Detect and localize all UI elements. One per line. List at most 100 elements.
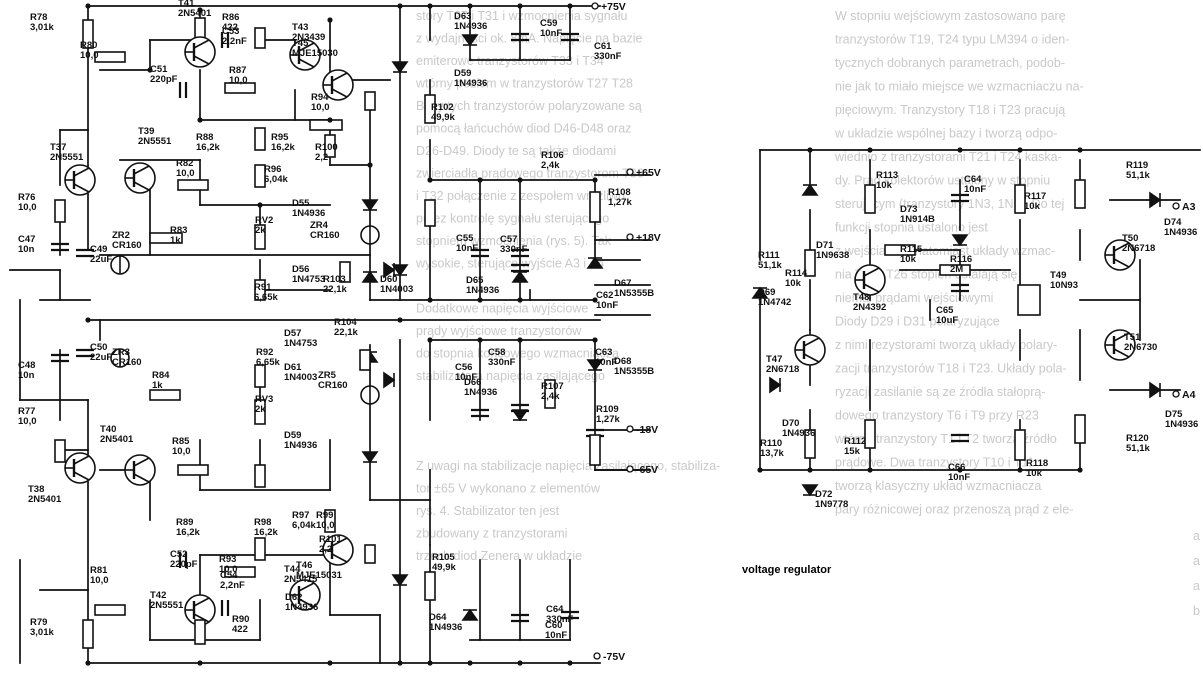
component-value: 16,2k — [271, 142, 295, 153]
component-id: C51 — [150, 64, 168, 75]
component-id: R111 — [758, 250, 780, 261]
rail-label: A4 — [1182, 389, 1196, 401]
component-value: 6,04k — [264, 174, 288, 185]
component-id: C58 — [488, 347, 505, 358]
bg-text-line: przez kontrolę sygnału sterującego — [416, 212, 609, 226]
component-id: R113 — [876, 170, 898, 181]
component-value: 10nF — [948, 472, 970, 483]
component-value: 16,2k — [196, 142, 220, 153]
diode-symbol — [383, 261, 396, 279]
component-id: T37 — [50, 142, 66, 153]
component-id: R118 — [1026, 458, 1048, 469]
component-value: 10nF — [545, 630, 567, 641]
component-value: 1N4936 — [466, 285, 499, 296]
component-value: 2,2nF — [220, 580, 245, 591]
bg-text-line: z nimi rezystorami tworzą układy polary- — [835, 338, 1057, 352]
junction-dot — [147, 67, 153, 73]
component-id: R94 — [311, 92, 329, 103]
component-value: 1N5355B — [614, 288, 654, 299]
component-id: R116 — [950, 254, 972, 265]
junction-dot — [807, 147, 813, 153]
bg-text-line: D26-D49. Diody te są także diodami — [416, 144, 616, 158]
bg-text-line: stabilizatora napięcia zasilającego — [416, 369, 605, 383]
resistor-symbol — [884, 244, 916, 256]
rail-terminal — [626, 168, 634, 176]
resistor-symbol — [589, 434, 601, 466]
diode-symbol — [461, 34, 479, 47]
junction-dot — [427, 660, 433, 666]
bg-text-line: W stopniu wejściowym zastosowano parę — [835, 9, 1066, 23]
junction-dot — [85, 3, 91, 9]
component-value: 2N6718 — [1122, 243, 1155, 254]
component-id: T49 — [1050, 270, 1066, 281]
resistor-symbol — [359, 349, 371, 371]
component-value: 10N93 — [1050, 280, 1078, 291]
resistor-symbol — [224, 566, 256, 578]
component-value: 1N9638 — [816, 250, 849, 261]
junction-dot — [427, 297, 433, 303]
component-id: RV2 — [255, 215, 273, 226]
component-value: 2,4k — [541, 160, 560, 171]
component-value: 16,2k — [254, 527, 278, 538]
bg-margin-mark: a — [1193, 529, 1200, 543]
component-id: ZR2 — [112, 230, 130, 241]
component-id: R85 — [172, 436, 190, 447]
bg-text-line: zwierciadła prądowego tranzystorom T30 — [416, 167, 644, 181]
rail-terminal — [591, 2, 599, 10]
component-value: 2N5415 — [284, 574, 318, 585]
diode-symbol — [391, 574, 409, 587]
component-value: 1N4936 — [285, 602, 318, 613]
component-id: R112 — [844, 436, 866, 447]
resistor-symbol — [82, 19, 94, 49]
component-value: 1N4936 — [782, 428, 815, 439]
component-id: T51 — [1124, 332, 1141, 343]
component-value: 10nF — [455, 372, 477, 383]
component-id: C48 — [18, 360, 35, 371]
resistor-symbol — [324, 134, 336, 158]
component-value: 10,0 — [90, 575, 109, 586]
junction-dot — [517, 297, 523, 303]
junction-dot — [592, 177, 598, 183]
component-value: 10k — [900, 254, 917, 265]
component-id: R90 — [232, 614, 249, 625]
component-id: R108 — [608, 187, 631, 198]
component-symbols — [51, 3, 1162, 666]
bg-text-line: w układzie wspólnej bazy i tworzą odpo- — [834, 127, 1057, 141]
component-id: T42 — [150, 590, 166, 601]
junction-dot — [592, 297, 598, 303]
component-id: C54 — [220, 570, 238, 581]
component-value: 1N4936 — [454, 78, 487, 89]
component-value: 1N9778 — [815, 499, 848, 510]
bg-text-line: wiednio z tranzystorami T21 i T24 kaska- — [834, 150, 1062, 164]
component-id: C64 — [546, 604, 564, 615]
component-id: D70 — [782, 418, 799, 429]
component-value: 15k — [844, 446, 861, 457]
diode-symbol — [769, 376, 782, 394]
component-id: C50 — [90, 342, 107, 353]
component-id: R77 — [18, 406, 35, 417]
component-value: 2N5401 — [178, 8, 212, 19]
component-value: 1N4936 — [454, 21, 487, 32]
component-id: R106 — [541, 150, 564, 161]
rail-terminal — [593, 652, 601, 660]
component-value: 220pF — [170, 559, 198, 570]
component-value: CR160 — [112, 357, 142, 368]
component-id: T41 — [178, 0, 195, 9]
resistor-symbol — [254, 164, 266, 188]
junction-dot — [1017, 147, 1023, 153]
bg-text-line: Z uwagi na stabilizacje napięcia zasilaj… — [416, 459, 720, 473]
component-value: 2N3439 — [292, 32, 325, 43]
component-value: 1N4936 — [429, 622, 462, 633]
diode-symbol — [951, 234, 969, 247]
component-value: 1N4936 — [1164, 227, 1197, 238]
junction-dot — [957, 467, 963, 473]
component-value: 1,27k — [608, 197, 632, 208]
junction-dot — [477, 297, 483, 303]
rail-terminal — [626, 465, 634, 473]
component-value: 10,0 — [176, 168, 195, 179]
background-article-right-column: W stopniu wejściowym zastosowano parętra… — [834, 9, 1084, 517]
bg-text-line: wtórny poziom w tranzystorów T27 T28 — [415, 77, 633, 91]
rail-label: +65V — [636, 167, 661, 179]
bg-text-line: wtórne tranzystory T1 i T2 tworzą źródło — [834, 432, 1057, 446]
component-id: R107 — [541, 381, 564, 392]
